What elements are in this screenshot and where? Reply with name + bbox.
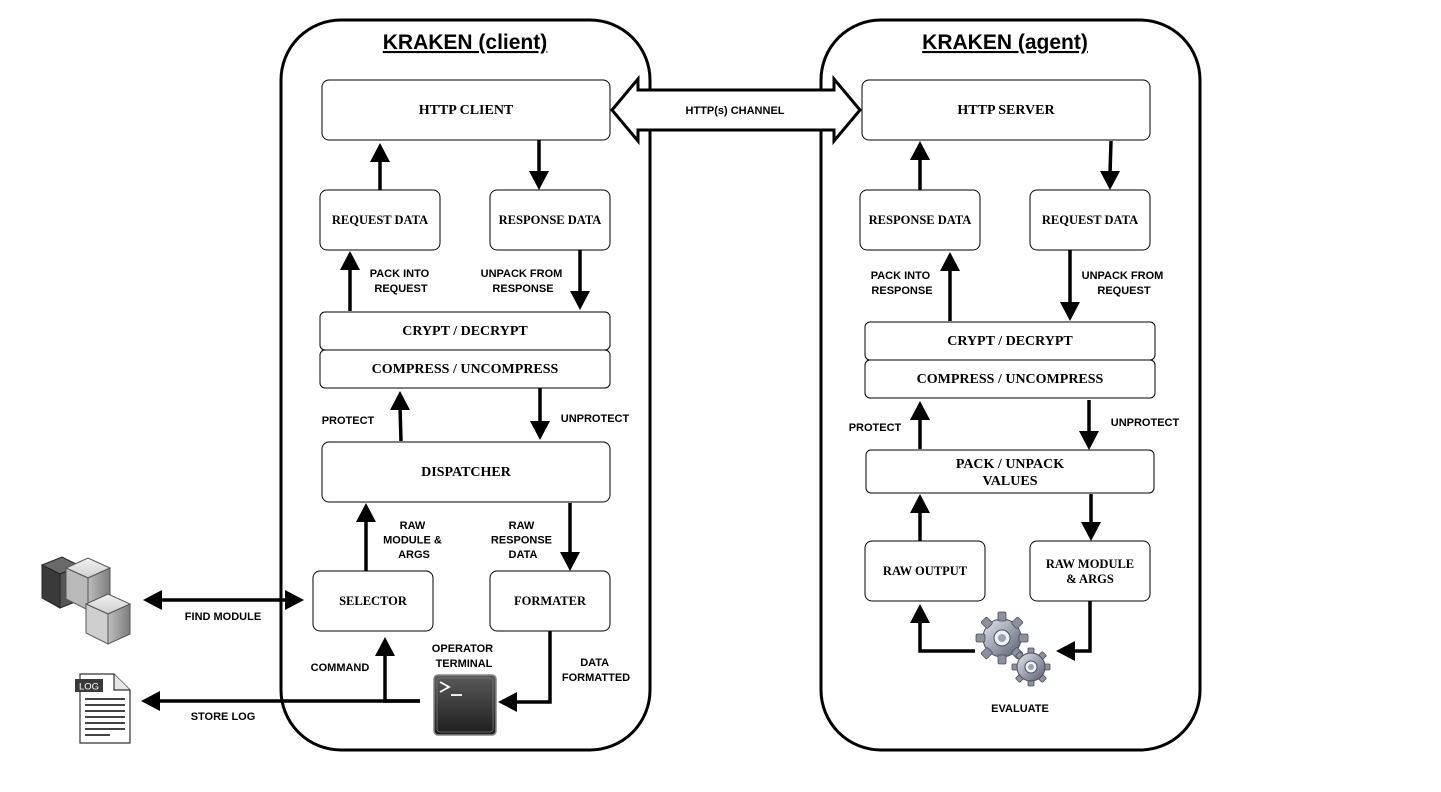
data-formatted-label: DATA FORMATTED — [562, 657, 630, 684]
agent-panel: KRAKEN (agent) HTTP SERVER RESPONSE DATA… — [819, 18, 1202, 752]
agent-raw-module-args-box: RAW MODULE & ARGS — [1029, 540, 1151, 602]
http-channel-label: HTTP(s) CHANNEL — [686, 105, 785, 117]
dispatcher-box: DISPATCHER — [321, 441, 611, 503]
client-crypt-box: CRYPT / DECRYPT — [319, 311, 611, 351]
unpack-from-request-label: UNPACK FROM REQUEST — [1082, 270, 1167, 297]
client-flow-arrows — [141, 140, 590, 712]
agent-crypt-box: CRYPT / DECRYPT — [864, 321, 1156, 361]
svg-text:CRYPT / DECRYPT: CRYPT / DECRYPT — [947, 334, 1073, 349]
store-log-label: STORE LOG — [191, 711, 256, 723]
client-title: KRAKEN (client) — [383, 31, 548, 54]
http-server-box: HTTP SERVER — [861, 79, 1151, 141]
svg-text:RESPONSE DATA: RESPONSE DATA — [869, 213, 972, 227]
client-request-data-box: REQUEST DATA — [319, 189, 441, 251]
gears-icon — [975, 611, 1051, 687]
selector-box: SELECTOR — [312, 570, 434, 632]
agent-flow-arrows — [910, 140, 1120, 661]
svg-text:VALUES: VALUES — [983, 474, 1038, 489]
command-label: COMMAND — [311, 662, 370, 674]
pack-unpack-values-box: PACK / UNPACK VALUES — [865, 449, 1155, 494]
agent-compress-box: COMPRESS / UNCOMPRESS — [864, 359, 1156, 399]
svg-text:& ARGS: & ARGS — [1066, 572, 1114, 586]
svg-text:RESPONSE DATA: RESPONSE DATA — [499, 213, 602, 227]
agent-protect-label: PROTECT — [849, 422, 902, 434]
agent-request-data-box: REQUEST DATA — [1029, 189, 1151, 251]
agent-title: KRAKEN (agent) — [922, 31, 1088, 54]
svg-text:COMPRESS / UNCOMPRESS: COMPRESS / UNCOMPRESS — [372, 362, 559, 377]
svg-text:COMPRESS / UNCOMPRESS: COMPRESS / UNCOMPRESS — [917, 372, 1104, 387]
client-protect-label: PROTECT — [322, 415, 375, 427]
svg-text:REQUEST DATA: REQUEST DATA — [1042, 213, 1138, 227]
formater-box: FORMATER — [489, 570, 611, 632]
svg-text:RAW MODULE: RAW MODULE — [1046, 557, 1134, 571]
operator-terminal-label: OPERATOR TERMINAL — [432, 643, 496, 670]
pack-into-response-label: PACK INTO RESPONSE — [871, 270, 934, 297]
agent-unprotect-label: UNPROTECT — [1111, 417, 1180, 429]
agent-response-data-box: RESPONSE DATA — [859, 189, 981, 251]
pack-into-request-label: PACK INTO REQUEST — [370, 268, 433, 295]
svg-text:PACK / UNPACK: PACK / UNPACK — [956, 457, 1064, 472]
svg-text:FORMATER: FORMATER — [514, 594, 587, 608]
client-panel: KRAKEN (client) HTTP CLIENT REQUEST DATA… — [279, 18, 652, 752]
svg-text:REQUEST DATA: REQUEST DATA — [332, 213, 428, 227]
svg-text:HTTP SERVER: HTTP SERVER — [957, 103, 1055, 118]
terminal-icon — [433, 674, 497, 736]
log-file-icon: LOG — [75, 673, 131, 744]
http-channel-arrow: HTTP(s) CHANNEL — [610, 74, 862, 146]
svg-text:DISPATCHER: DISPATCHER — [421, 465, 512, 480]
find-module-label: FIND MODULE — [185, 611, 261, 623]
svg-text:CRYPT / DECRYPT: CRYPT / DECRYPT — [402, 324, 528, 339]
client-response-data-box: RESPONSE DATA — [489, 189, 611, 251]
svg-text:HTTP CLIENT: HTTP CLIENT — [419, 103, 514, 118]
evaluate-label: EVALUATE — [991, 703, 1049, 715]
http-client-box: HTTP CLIENT — [321, 79, 611, 141]
svg-text:LOG: LOG — [79, 682, 99, 693]
raw-response-data-label: RAW RESPONSE DATA — [491, 520, 555, 561]
svg-text:RAW OUTPUT: RAW OUTPUT — [883, 564, 968, 578]
svg-text:SELECTOR: SELECTOR — [339, 594, 408, 608]
raw-output-box: RAW OUTPUT — [864, 540, 986, 602]
cubes-icon — [40, 556, 132, 645]
client-unprotect-label: UNPROTECT — [561, 413, 630, 425]
client-compress-box: COMPRESS / UNCOMPRESS — [319, 349, 611, 389]
unpack-from-response-label: UNPACK FROM RESPONSE — [481, 268, 566, 295]
raw-module-args-label: RAW MODULE & ARGS — [383, 520, 445, 561]
